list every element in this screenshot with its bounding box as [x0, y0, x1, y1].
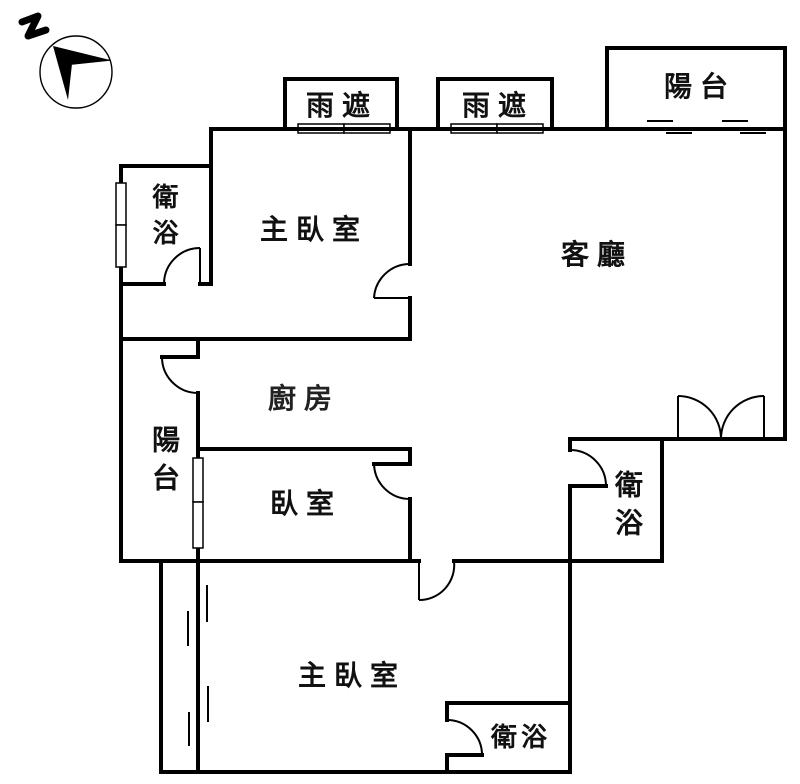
master-bedroom-bottom-door	[408, 559, 572, 602]
label-master-bedroom-bottom: 主臥室	[298, 659, 407, 692]
label-bath-top-left: 衛浴	[148, 183, 178, 255]
label-bath-bottom: 衛浴	[491, 723, 552, 753]
label-balcony-left: 陽台	[148, 425, 181, 501]
label-kitchen: 廚房	[268, 382, 341, 415]
bath-right-walls	[568, 437, 608, 563]
master-bedroom-top-walls	[119, 127, 412, 341]
label-canopy-left: 雨遮	[306, 89, 379, 122]
label-canopy-right: 雨遮	[462, 89, 535, 122]
bath-bottom-walls	[445, 701, 572, 774]
exterior-walls	[119, 127, 787, 774]
bath-top-left-walls	[115, 164, 213, 286]
label-living-room: 客廳	[561, 238, 634, 271]
label-bedroom: 臥室	[270, 487, 343, 520]
north-arrow-compass-icon	[18, 12, 113, 109]
master-bedroom-bottom-walls	[187, 559, 209, 774]
kitchen-walls	[160, 337, 412, 563]
label-balcony-top: 陽台	[664, 70, 737, 103]
balcony-top	[605, 46, 787, 134]
living-room-double-door	[677, 395, 765, 440]
label-master-bedroom-top: 主臥室	[260, 213, 369, 246]
label-bath-right: 衛浴	[611, 470, 644, 546]
bedroom-walls	[119, 447, 412, 563]
